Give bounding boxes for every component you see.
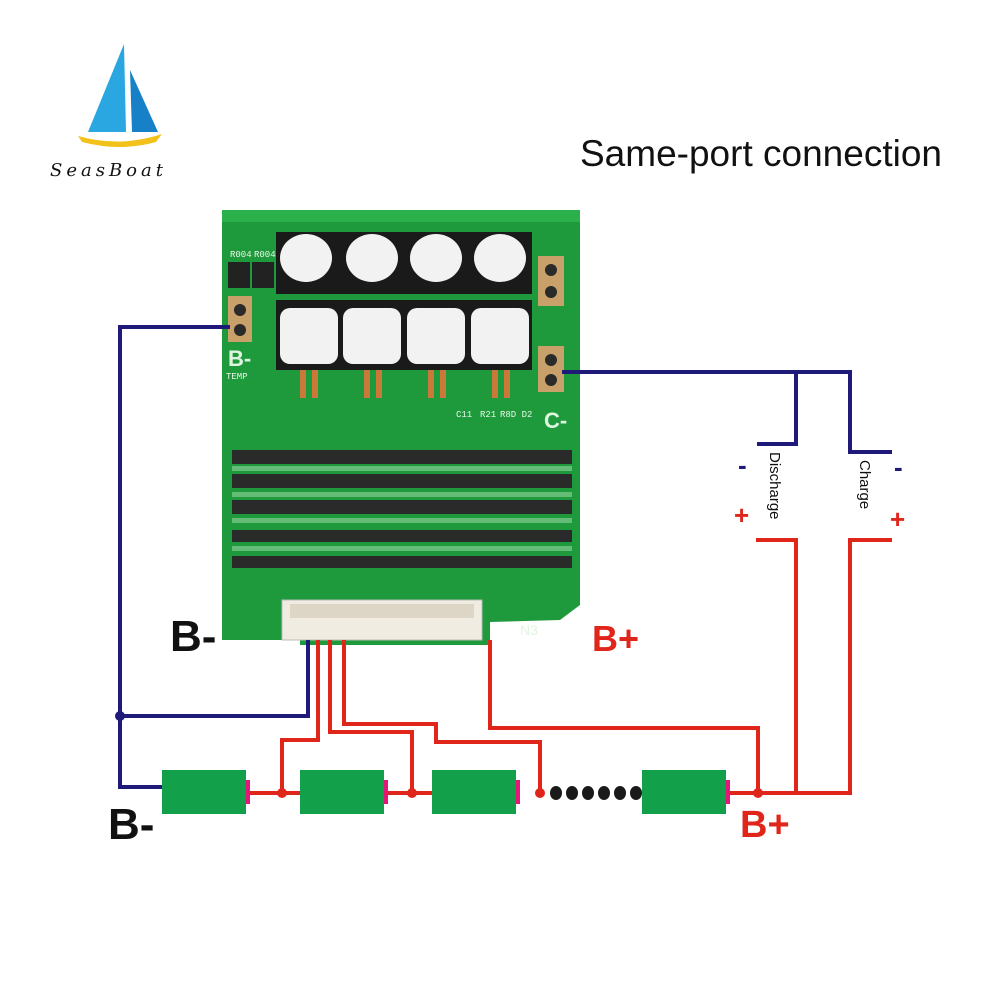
temp-code: TEMP [226, 372, 248, 382]
bms-pcb-board [222, 210, 580, 645]
res-code: R21 [480, 410, 497, 420]
b-plus-battery-label: B+ [740, 804, 790, 846]
b-minus-board-label: B- [170, 612, 217, 661]
sailboat-logo-icon [78, 44, 162, 147]
board-connector-label: N3 [520, 622, 538, 638]
cells-ellipsis [550, 786, 642, 800]
b-minus-battery-label: B- [108, 800, 155, 849]
charge-plus-sign: + [890, 504, 906, 534]
brand-text: SeasBoat [50, 160, 167, 181]
shunt-code-1: R004 [230, 250, 252, 260]
discharge-minus-sign: - [738, 450, 747, 480]
charge-label: Charge [856, 460, 873, 510]
page-title: Same-port connection [580, 133, 942, 174]
cap-code: C11 [456, 410, 473, 420]
b-plus-board-label: B+ [592, 618, 640, 659]
diode-code: R8D D2 [500, 410, 533, 420]
board-silkscreen-b-minus: B- [228, 346, 252, 371]
charge-minus-sign: - [894, 452, 903, 482]
negative-wires [118, 325, 892, 789]
battery-cells [162, 770, 730, 814]
shunt-code-2: R004 [254, 250, 276, 260]
positive-wires [248, 538, 892, 795]
discharge-plus-sign: + [734, 500, 750, 530]
board-silkscreen-c-minus: C- [544, 408, 568, 433]
discharge-label: Discharge [766, 452, 783, 520]
